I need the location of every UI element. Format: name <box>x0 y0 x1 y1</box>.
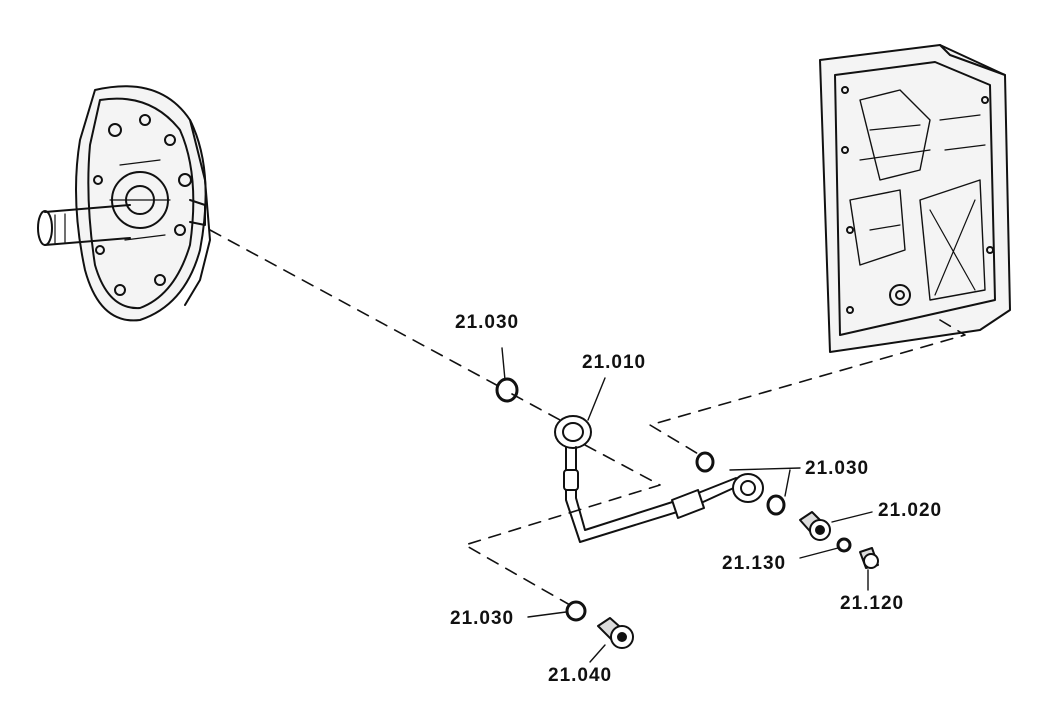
valve-body-plate <box>819 44 1011 353</box>
pipe-assembly <box>554 415 764 543</box>
label-21-030-right: 21.030 <box>805 458 870 479</box>
banjo-bolt-21-040 <box>597 617 634 649</box>
label-21-030-bottom: 21.030 <box>450 608 515 629</box>
label-21-120: 21.120 <box>840 593 905 614</box>
label-21-010: 21.010 <box>582 352 647 373</box>
label-leaders <box>501 347 873 663</box>
dashed-connection-lines <box>209 229 966 606</box>
plug-21-120 <box>859 547 879 569</box>
label-21-130: 21.130 <box>722 553 787 574</box>
label-21-020: 21.020 <box>878 500 943 521</box>
label-21-030-top: 21.030 <box>455 312 520 333</box>
banjo-bolt-21-020 <box>799 511 831 541</box>
label-21-040: 21.040 <box>548 665 613 686</box>
seal-rings <box>495 377 852 622</box>
flange-assembly <box>37 85 211 322</box>
